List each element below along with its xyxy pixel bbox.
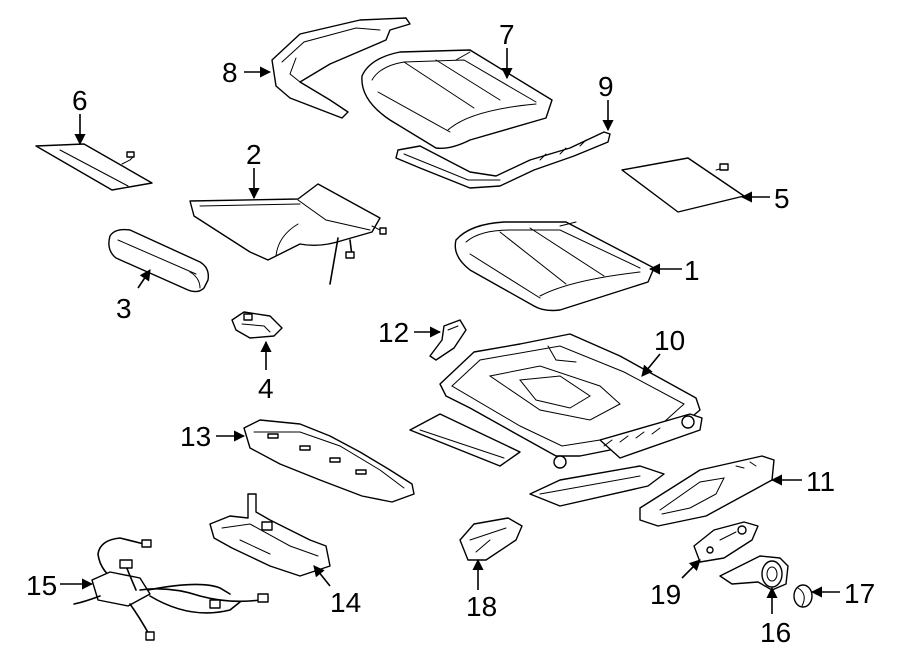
part-12-bracket — [429, 319, 467, 361]
part-13-side-shield — [243, 419, 415, 503]
callout-1: 1 — [684, 255, 700, 286]
callout-12: 12 — [378, 317, 409, 348]
callout-15: 15 — [26, 570, 57, 601]
part-11-side-cover — [639, 455, 775, 527]
part-3-bolster-pad — [108, 228, 210, 293]
callout-7: 7 — [499, 19, 515, 50]
callout-17: 17 — [844, 578, 875, 609]
callout-8: 8 — [222, 57, 238, 88]
part-2-cushion-cover — [189, 183, 387, 285]
part-10-seat-frame — [409, 333, 703, 507]
part-1-seat-cushion — [454, 221, 655, 312]
callout-4: 4 — [258, 373, 274, 404]
part-4-clip — [231, 311, 283, 339]
leader-3 — [137, 269, 151, 289]
part-5-heater-pad — [621, 157, 745, 213]
callout-5: 5 — [774, 183, 790, 214]
part-7-back-cushion — [361, 49, 553, 150]
part-6-heater-pad — [35, 143, 153, 191]
part-14-mount-bracket — [209, 493, 331, 577]
part-17-cap — [793, 584, 813, 608]
leader-10 — [641, 353, 661, 377]
part-8-back-trim — [271, 17, 411, 119]
callout-labels: 1 2 3 4 5 6 7 8 9 10 11 12 13 14 15 16 1… — [26, 19, 875, 648]
callout-13: 13 — [180, 421, 211, 452]
part-15-wiring-harness — [73, 537, 269, 641]
callout-6: 6 — [72, 85, 88, 116]
part-18-cover — [459, 517, 523, 561]
leader-lines — [60, 48, 840, 614]
part-19-lever-plate — [693, 521, 759, 563]
part-9-trim-strip — [395, 131, 611, 189]
callout-10: 10 — [654, 325, 685, 356]
callout-2: 2 — [246, 139, 262, 170]
leader-19 — [681, 559, 701, 579]
callout-18: 18 — [466, 591, 497, 622]
leader-14 — [313, 565, 331, 587]
part-16-handle — [719, 555, 789, 591]
callout-16: 16 — [760, 617, 791, 648]
callout-14: 14 — [330, 587, 361, 618]
callout-19: 19 — [650, 579, 681, 610]
callout-11: 11 — [806, 466, 835, 497]
callout-3: 3 — [116, 293, 132, 324]
callout-9: 9 — [598, 71, 614, 102]
